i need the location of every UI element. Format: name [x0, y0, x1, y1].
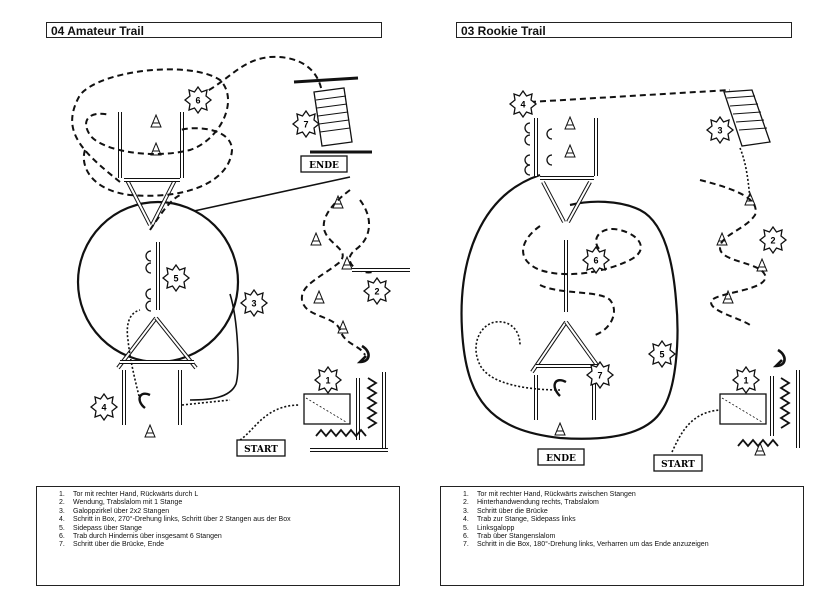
station-5-number: 5	[659, 350, 664, 360]
end-label: ENDE	[546, 454, 576, 464]
amateur-trail-title: 04 Amateur Trail	[46, 22, 382, 38]
start-label: START	[244, 445, 278, 455]
rookie-trail-legend: 1.Tor mit rechter Hand, Rückwärts zwisch…	[440, 486, 804, 586]
station-6-number: 6	[195, 96, 200, 106]
station-4-number: 4	[520, 100, 525, 110]
station-6-number: 6	[593, 256, 598, 266]
bridge	[293, 76, 372, 154]
legend-item: 6.Trab durch Hindernis über insgesamt 6 …	[59, 533, 222, 541]
legend-item: 1.Tor mit rechter Hand, Rückwärts durch …	[59, 491, 199, 498]
station-7-number: 7	[597, 371, 602, 381]
legend-item: 6.Trab über Stangenslalom	[463, 533, 556, 541]
legend-item: 7.Schritt über die Brücke, Ende	[59, 541, 165, 549]
station-1-number: 1	[743, 376, 748, 386]
amateur-trail-legend: 1.Tor mit rechter Hand, Rückwärts durch …	[36, 486, 400, 586]
lope-loop	[460, 173, 679, 440]
end-label: ENDE	[309, 161, 339, 171]
station-2-number: 2	[770, 236, 775, 246]
station-4-number: 4	[101, 403, 106, 413]
pole-chute-top	[534, 118, 598, 312]
station-7-number: 7	[303, 120, 308, 130]
bridge	[723, 89, 771, 147]
pole-chute-top	[118, 112, 184, 226]
pole-triangle-bottom	[116, 316, 198, 425]
start-label: START	[661, 460, 695, 470]
station-1-number: 1	[325, 376, 330, 386]
legend-item: 5.Sidepass über Stange	[59, 524, 142, 532]
station-3-number: 3	[717, 126, 722, 136]
amateur-trail-course: START ENDE 1 2 3 4 5 6 7	[71, 55, 410, 457]
legend-item: 4.Trab zur Stange, Sidepass links	[463, 516, 576, 524]
gate-area	[719, 370, 800, 448]
station-2-number: 2	[374, 287, 379, 297]
legend-item: 2.Wendung, Trabslalom mit 1 Stange	[59, 499, 183, 507]
station-5-number: 5	[173, 274, 178, 284]
legend-item: 2.Hinterhandwendung rechts, Trabslalom	[463, 499, 599, 507]
legend-item: 4.Schritt in Box, 270°-Drehung links, Sc…	[59, 516, 291, 524]
legend-item: 1.Tor mit rechter Hand, Rückwärts zwisch…	[463, 491, 636, 498]
rookie-trail-title: 03 Rookie Trail	[456, 22, 792, 38]
legend-item: 7.Schritt in die Box, 180°-Drehung links…	[463, 541, 709, 549]
legend-item: 3.Galoppzirkel über 2x2 Stangen	[59, 507, 170, 515]
station-3-number: 3	[251, 299, 256, 309]
gate-area	[303, 372, 388, 452]
legend-item: 3.Schritt über die Brücke	[463, 507, 548, 515]
legend-item: 5.Linksgalopp	[463, 524, 515, 532]
rookie-trail-course: START ENDE 1 2 3 4 5 6 7	[460, 89, 800, 472]
